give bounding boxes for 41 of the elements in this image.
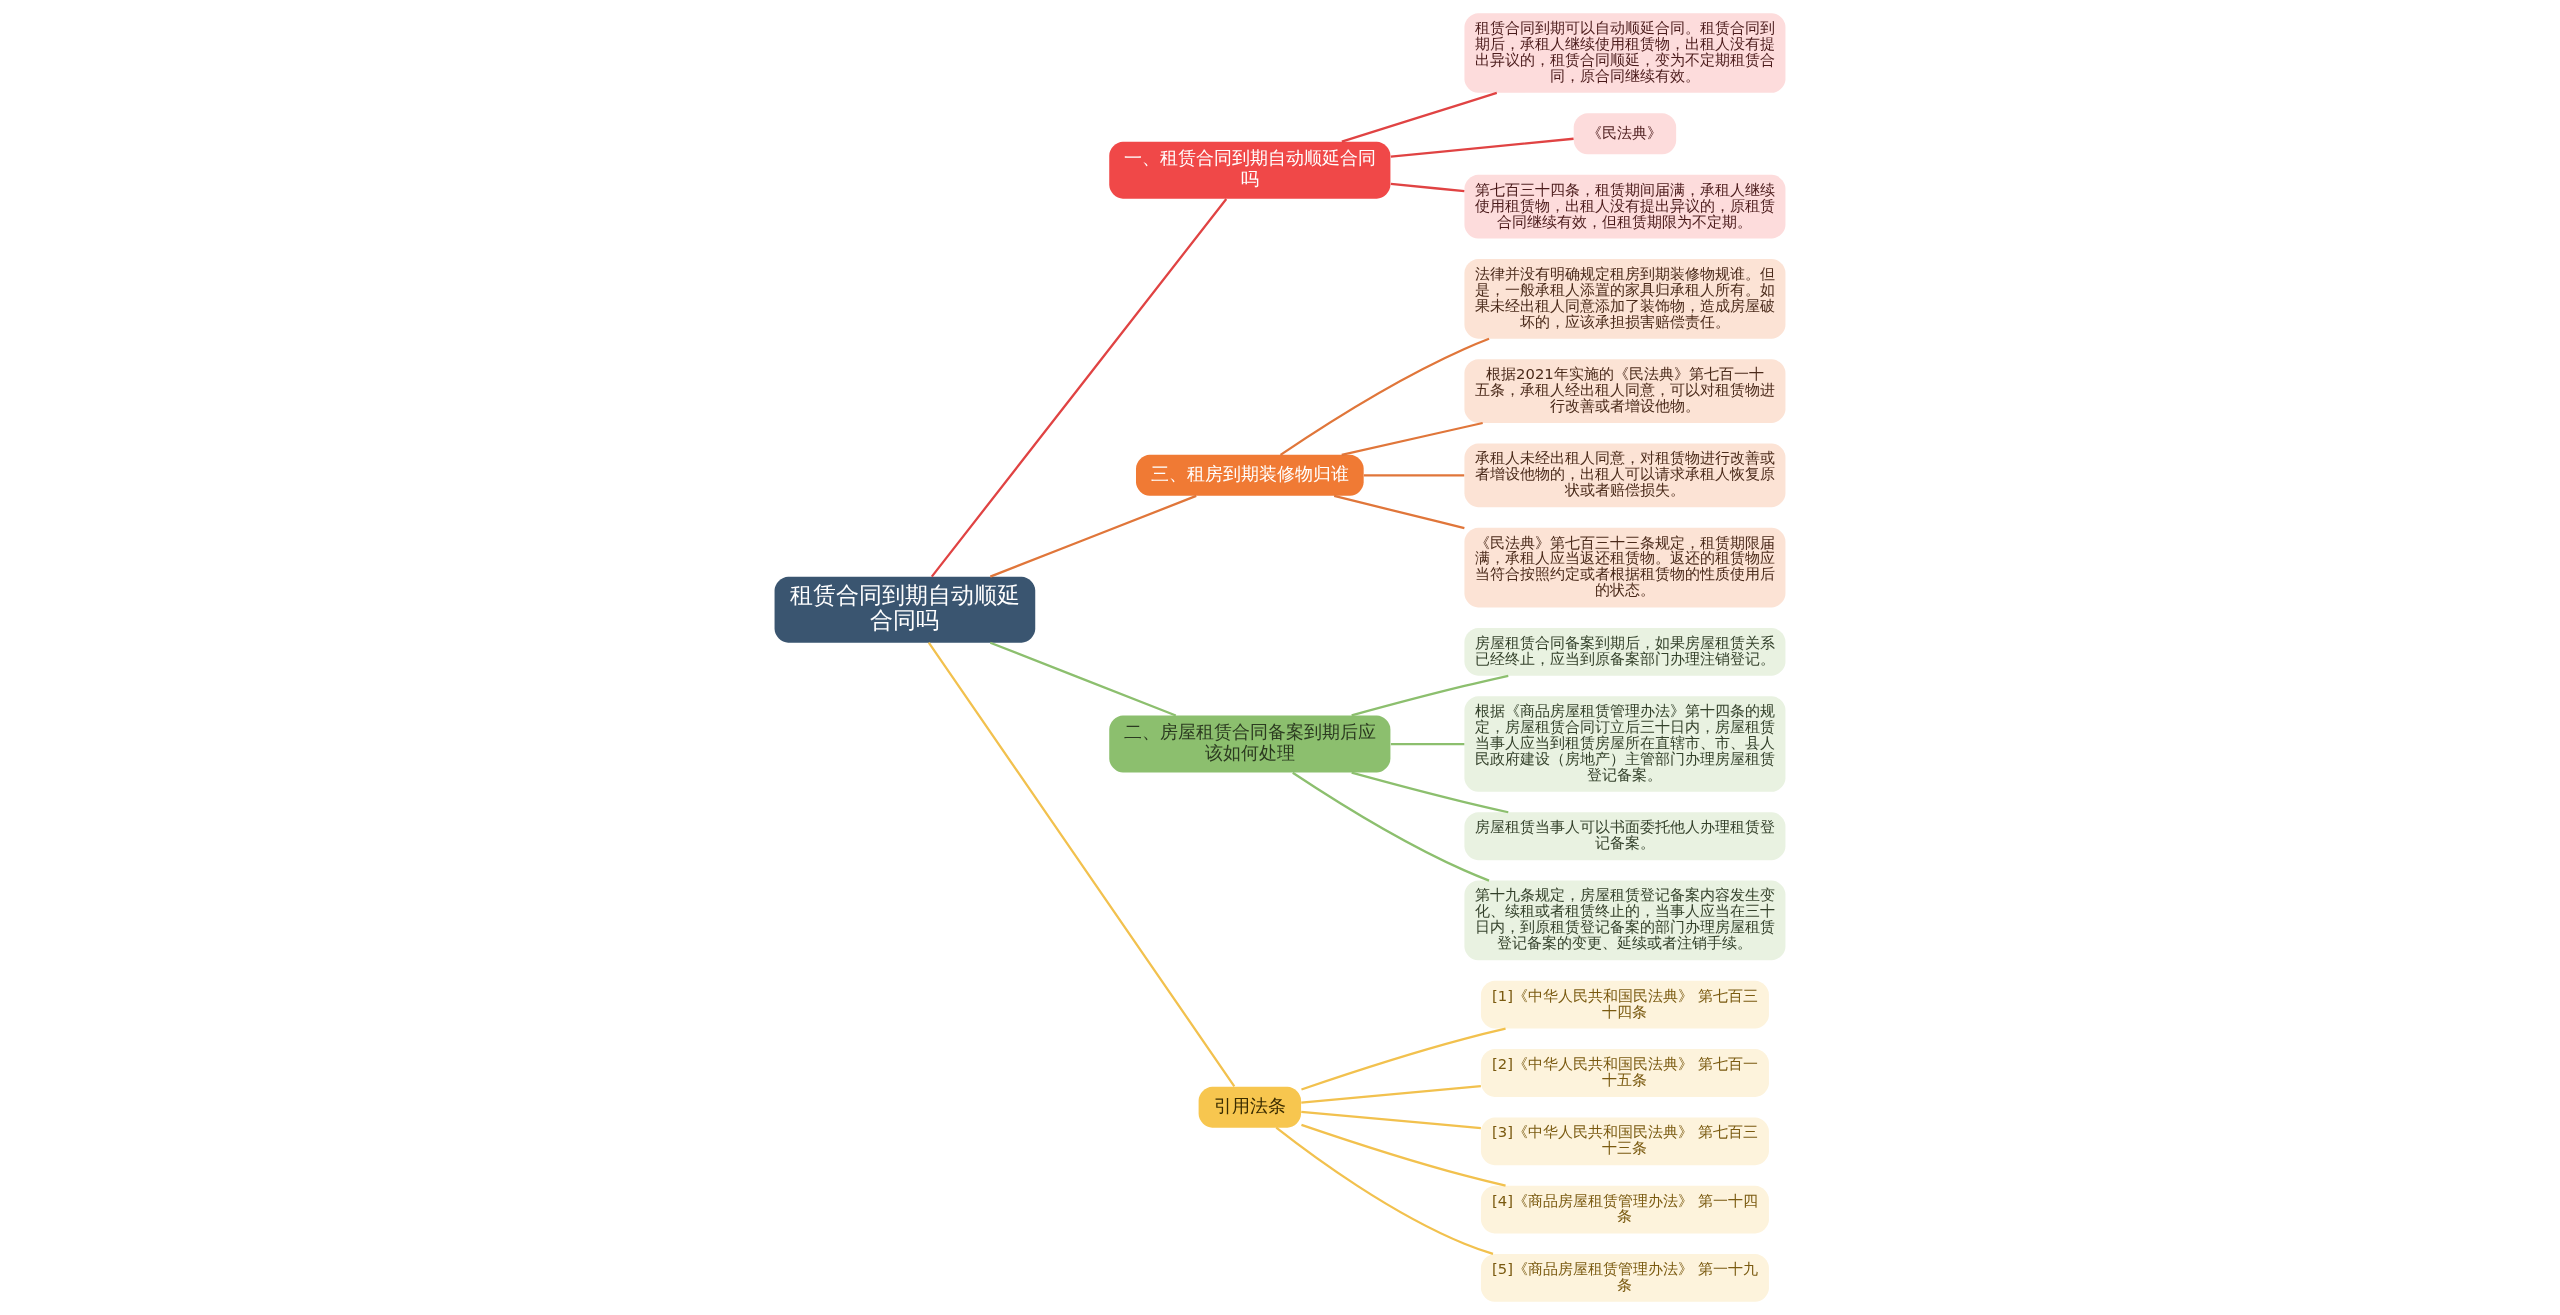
- connector: [927, 642, 1236, 1087]
- node-box: 一、租赁合同到期自动顺延合同吗: [1109, 141, 1391, 199]
- connector: [1363, 474, 1465, 477]
- node-box: 租赁合同到期可以自动顺延合同。租赁合同到期后，承租人继续使用租赁物，出租人没有提出异议的，租赁合同顺延，变为不定期租赁合同，原合同继续有效。: [1464, 13, 1786, 93]
- connector: [989, 494, 1197, 578]
- node-box: [5]《商品房屋租赁管理办法》 第一十九条: [1480, 1254, 1769, 1302]
- node-box: [1]《中华人民共和国民法典》 第七百三十四条: [1480, 980, 1769, 1029]
- connector: [1351, 771, 1509, 814]
- node-box: 房屋租赁当事人可以书面委托他人办理租赁登记备案。: [1464, 812, 1786, 861]
- connector: [1301, 1123, 1506, 1187]
- node-box: 第七百三十四条，租赁期间届满，承租人继续使用租赁物，出租人没有提出异议的，原租赁合同继续有效，但租赁期限为不定期。: [1464, 174, 1786, 239]
- node-box: 《民法典》: [1573, 113, 1677, 155]
- node-box: 《民法典》第七百三十三条规定，租赁期限届满，承租人应当返还租赁物。返还的租赁物应当符合按照约定或者根据租赁物的性质使用后的状态。: [1464, 527, 1786, 608]
- node-box: 承租人未经出租人同意，对租赁物进行改善或者增设他物的，出租人可以请求承租人恢复原状或者赔偿损失。: [1464, 443, 1786, 508]
- node-box: 三、租房到期装修物归谁: [1136, 454, 1364, 496]
- node-box: [4]《商品房屋租赁管理办法》 第一十四条: [1480, 1185, 1769, 1234]
- connector: [1390, 182, 1465, 193]
- connector: [1341, 421, 1483, 456]
- node-box: 根据《商品房屋租赁管理办法》第十四条的规定，房屋租赁合同订立后三十日内，房屋租赁当事人应当到租赁房屋所在直辖市、市、县人民政府建设（房地产）主管部门办理房屋租赁登记备案。: [1464, 696, 1786, 792]
- node-box: 第十九条规定，房屋租赁登记备案内容发生变化、续租或者租赁终止的，当事人应当在三十日内，到原租赁登记备案的部门办理房屋租赁登记备案的变更、延续或者注销手续。: [1464, 880, 1786, 961]
- connector: [1279, 337, 1490, 456]
- connector: [1301, 1027, 1506, 1091]
- connector: [1390, 742, 1465, 746]
- connector: [1292, 771, 1490, 882]
- connector: [1333, 494, 1465, 530]
- node-box: [3]《中华人民共和国民法典》 第七百三十三条: [1480, 1117, 1769, 1166]
- node-box: 房屋租赁合同备案到期后，如果房屋租赁关系已经终止，应当到原备案部门办理注销登记。: [1464, 627, 1786, 676]
- connector: [1351, 674, 1509, 717]
- node-box: 二、房屋租赁合同备案到期后应该如何处理: [1109, 715, 1391, 773]
- node-box: 根据2021年实施的《民法典》第七百一十五条，承租人经出租人同意，可以对租赁物进行改善或者增设他物。: [1464, 359, 1786, 423]
- connector: [1301, 1110, 1481, 1130]
- node-box: 法律并没有明确规定租房到期装修物规谁。但是，一般承租人添置的家具归承租人所有。如果未经出租人同意添加了装饰物，造成房屋破坏的，应该承担损害赔偿责任。: [1464, 259, 1786, 339]
- connector: [1301, 1084, 1481, 1104]
- node-box: [2]《中华人民共和国民法典》 第七百一十五条: [1480, 1049, 1769, 1097]
- connector: [930, 198, 1228, 578]
- connector: [1341, 91, 1498, 143]
- node-box: 引用法条: [1198, 1086, 1302, 1128]
- connector: [1390, 137, 1574, 158]
- connector: [1275, 1126, 1494, 1256]
- node-box: 租赁合同到期自动顺延合同吗: [774, 576, 1036, 643]
- connector: [989, 641, 1177, 717]
